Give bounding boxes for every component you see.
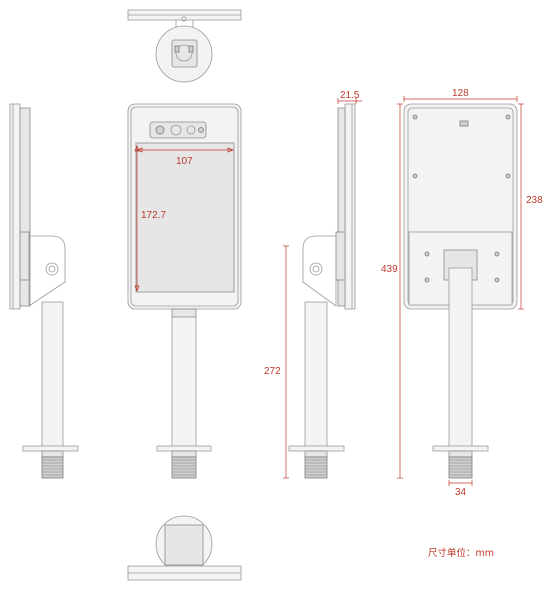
front-flange [156, 445, 212, 452]
side-right-knob [309, 262, 323, 276]
side-right-pole [304, 301, 328, 448]
top-view-screw [181, 16, 187, 22]
camera-left-icon [155, 125, 165, 135]
rear-pole [448, 267, 473, 448]
side-right-thread [304, 456, 328, 479]
rear-view [403, 103, 518, 479]
side-right-screen-edge [337, 107, 346, 307]
side-left-mount-bracket [28, 235, 66, 307]
side-view-left [9, 103, 79, 479]
label-thread-diameter: 34 [455, 487, 467, 498]
top-view [127, 9, 242, 83]
side-right-mount-bracket [302, 235, 337, 307]
side-left-screen-edge [19, 107, 31, 307]
label-thickness: 21.5 [340, 90, 360, 101]
rear-thread [448, 456, 473, 479]
side-left-pole [41, 301, 64, 448]
front-view [127, 103, 242, 479]
front-pole [171, 316, 197, 448]
unit-note: 尺寸单位：mm [428, 547, 494, 559]
rear-label-slot [459, 120, 469, 127]
camera-center-icon [170, 124, 182, 136]
rear-flange [432, 445, 489, 452]
label-screen-width: 107 [176, 156, 193, 167]
side-right-flange [288, 445, 345, 452]
side-left-thread [41, 456, 64, 479]
side-left-panel [9, 103, 21, 310]
label-panel-width: 128 [452, 88, 469, 99]
dimension-lines [134, 96, 524, 486]
side-left-bracket-plate [19, 231, 30, 281]
side-view-right [288, 103, 356, 479]
side-left-flange [22, 445, 79, 452]
side-right-panel [344, 103, 356, 310]
label-panel-height: 238 [526, 195, 543, 206]
side-left-knob [45, 262, 59, 276]
label-total-height: 439 [381, 264, 398, 275]
label-pole-height: 272 [264, 366, 281, 377]
rear-screw [412, 114, 418, 120]
label-screen-height: 172.7 [141, 210, 166, 221]
front-thread [171, 456, 197, 479]
bottom-view [127, 515, 242, 581]
dimension-labels: 107 172.7 21.5 128 238 439 272 34 尺寸单位：m… [141, 88, 543, 559]
bottom-view-clamp [164, 524, 204, 566]
front-screen [135, 142, 235, 293]
camera-right-icon [186, 125, 196, 135]
front-mount-block [171, 308, 197, 318]
